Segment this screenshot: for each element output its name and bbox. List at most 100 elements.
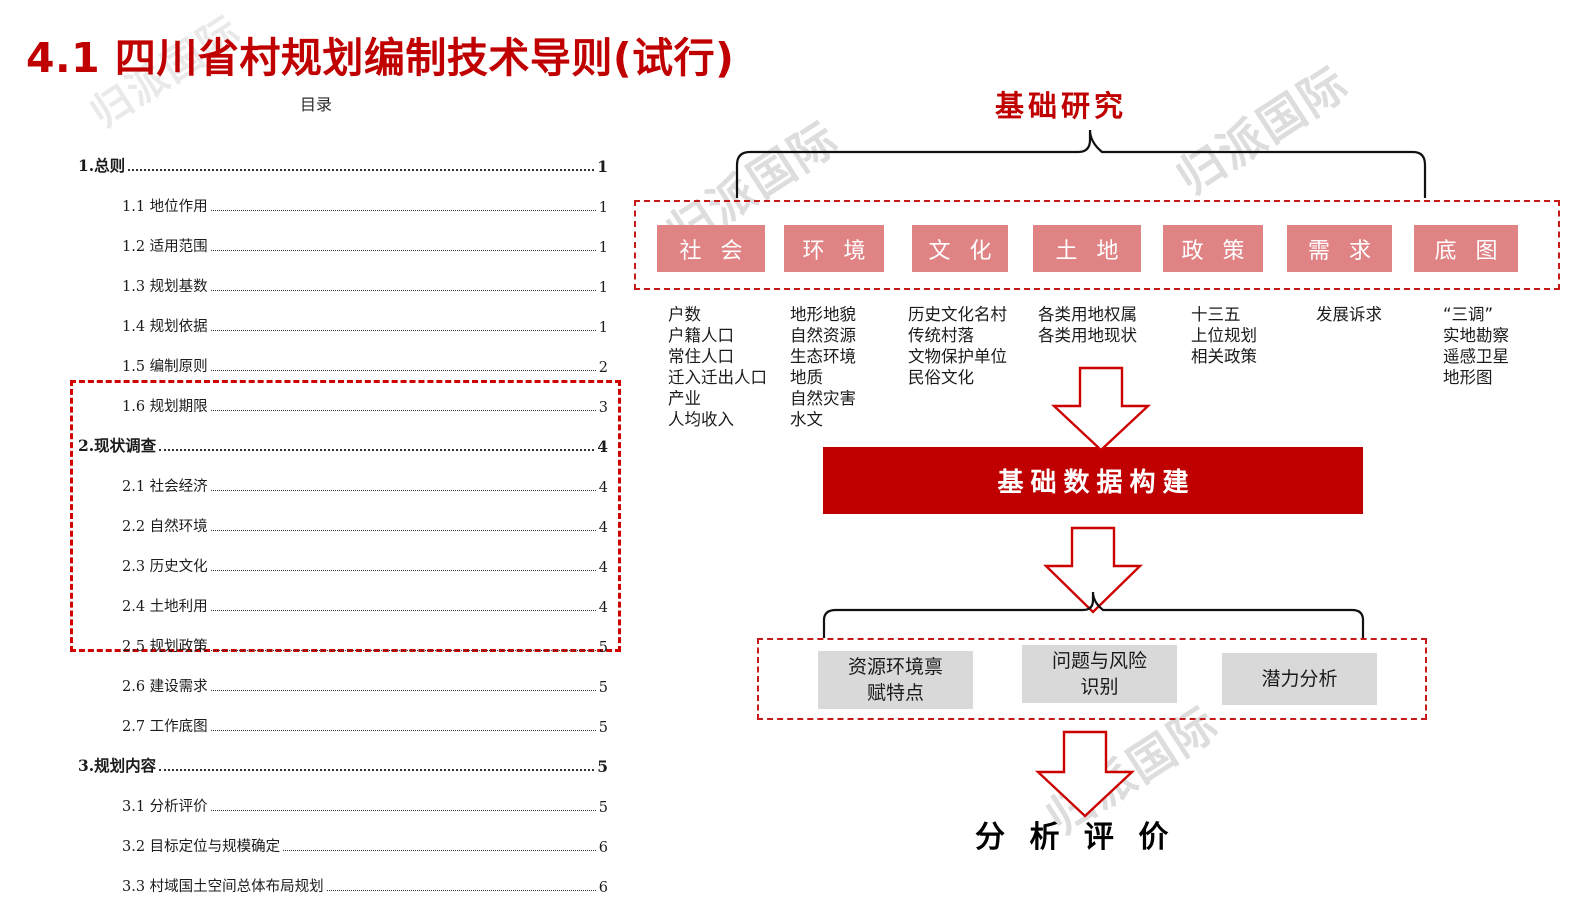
detail-column: 发展诉求 <box>1316 305 1382 324</box>
toc-entry-page: 4 <box>598 600 608 616</box>
toc-entry[interactable]: 2.3 历史文化 4 <box>78 536 608 576</box>
toc-entry[interactable]: 2.2 自然环境 4 <box>78 496 608 536</box>
outputs-dashed-zone <box>757 638 1427 720</box>
toc-leader-dots <box>210 800 596 811</box>
category-box[interactable]: 环 境 <box>784 225 884 272</box>
toc-leader-dots <box>326 880 596 891</box>
toc-entry-page: 1 <box>598 320 608 336</box>
toc-entry-label: 2.3 历史文化 <box>122 559 208 575</box>
toc-entry-label: 3.1 分析评价 <box>122 799 208 815</box>
category-box[interactable]: 文 化 <box>912 225 1008 272</box>
toc-leader-dots <box>159 760 595 771</box>
category-box[interactable]: 社 会 <box>657 225 765 272</box>
toc-entry-label: 1.3 规划基数 <box>122 279 208 295</box>
toc-entry-page: 5 <box>598 640 608 656</box>
arrow-down-icon <box>1043 526 1143 614</box>
data-construction-banner: 基础数据构建 <box>823 447 1363 514</box>
toc-entry[interactable]: 3.2 目标定位与规模确定 6 <box>78 816 608 856</box>
detail-column: 地形地貌 自然资源 生态环境 地质 自然灾害 水文 <box>790 305 856 429</box>
toc-leader-dots <box>210 360 596 371</box>
categories-dashed-zone <box>634 200 1560 290</box>
toc-entry-label: 3.3 村域国土空间总体布局规划 <box>122 879 324 895</box>
toc-entry-page: 1 <box>598 200 608 216</box>
toc-entry-page: 1 <box>598 280 608 296</box>
toc-entry-label: 1.5 编制原则 <box>122 359 208 375</box>
toc-entry-label: 1.总则 <box>78 156 126 175</box>
detail-column: 各类用地权属 各类用地现状 <box>1038 305 1137 345</box>
toc-entry-label: 2.6 建设需求 <box>122 679 208 695</box>
toc-leader-dots <box>210 520 596 531</box>
toc-leader-dots <box>210 560 596 571</box>
detail-column: 十三五 上位规划 相关政策 <box>1191 305 1257 366</box>
toc-leader-dots <box>210 680 596 691</box>
toc-entry-page: 4 <box>598 520 608 536</box>
toc-entry-page: 1 <box>598 240 608 256</box>
toc-entry[interactable]: 2.6 建设需求 5 <box>78 656 608 696</box>
toc-entry-page: 5 <box>598 680 608 696</box>
toc-leader-dots <box>210 480 596 491</box>
toc-entry-page: 4 <box>597 437 608 456</box>
page-title: 4.1 四川省村规划编制技术导则(试行) <box>26 34 735 82</box>
brace-top-icon <box>735 129 1427 198</box>
toc-leader-dots <box>159 440 595 451</box>
toc-entry-page: 4 <box>598 480 608 496</box>
toc-entry[interactable]: 2.现状调查 4 <box>78 416 608 456</box>
toc-entry-label: 2.现状调查 <box>78 436 157 455</box>
toc-leader-dots <box>210 240 596 251</box>
toc-entry-label: 2.4 土地利用 <box>122 599 208 615</box>
toc-entry-page: 6 <box>598 880 608 896</box>
output-box: 问题与风险 识别 <box>1022 645 1177 703</box>
toc-entry[interactable]: 3.1 分析评价 5 <box>78 776 608 816</box>
toc-entry-page: 1 <box>597 157 608 176</box>
toc-entry[interactable]: 1.1 地位作用 1 <box>78 176 608 216</box>
category-box[interactable]: 土 地 <box>1033 225 1141 272</box>
toc-entry-page: 5 <box>597 757 608 776</box>
toc-entry-page: 6 <box>598 840 608 856</box>
toc-entry-label: 2.7 工作底图 <box>122 719 208 735</box>
toc-entry-label: 1.1 地位作用 <box>122 199 208 215</box>
toc-entry-page: 4 <box>598 560 608 576</box>
toc-entry-label: 1.4 规划依据 <box>122 319 208 335</box>
toc-entry[interactable]: 3.3 村域国土空间总体布局规划 6 <box>78 856 608 896</box>
toc-entry[interactable]: 1.5 编制原则 2 <box>78 336 608 376</box>
toc-entry[interactable]: 1.总则 1 <box>78 136 608 176</box>
toc-entry[interactable]: 1.3 规划基数 1 <box>78 256 608 296</box>
category-box[interactable]: 需 求 <box>1287 225 1392 272</box>
detail-column: “三调” 实地勘察 遥感卫星 地形图 <box>1443 305 1509 387</box>
toc-entry-label: 2.2 自然环境 <box>122 519 208 535</box>
toc-leader-dots <box>210 400 596 411</box>
toc-entry[interactable]: 2.4 土地利用 4 <box>78 576 608 616</box>
toc-leader-dots <box>128 160 595 171</box>
toc-entry-page: 5 <box>598 720 608 736</box>
toc-heading: 目录 <box>300 95 333 114</box>
toc-entry[interactable]: 2.7 工作底图 5 <box>78 696 608 736</box>
detail-column: 户数 户籍人口 常住人口 迁入迁出人口 产业 人均收入 <box>668 305 767 429</box>
toc-entry[interactable]: 3.规划内容 5 <box>78 736 608 776</box>
category-box[interactable]: 政 策 <box>1163 225 1263 272</box>
toc-entry-label: 3.规划内容 <box>78 756 157 775</box>
toc-entry-page: 2 <box>598 360 608 376</box>
toc-entry[interactable]: 1.2 适用范围 1 <box>78 216 608 256</box>
toc-entry-label: 2.1 社会经济 <box>122 479 208 495</box>
diagram-title-analysis-evaluation: 分 析 评 价 <box>975 820 1176 855</box>
toc-entry-label: 1.6 规划期限 <box>122 399 208 415</box>
toc-leader-dots <box>283 840 596 851</box>
brace-bottom-icon <box>822 591 1365 638</box>
toc-entry-page: 5 <box>598 800 608 816</box>
toc-leader-dots <box>210 600 596 611</box>
toc-entry[interactable]: 1.4 规划依据 1 <box>78 296 608 336</box>
toc-entry-label: 1.2 适用范围 <box>122 239 208 255</box>
toc-leader-dots <box>210 320 596 331</box>
detail-column: 历史文化名村 传统村落 文物保护单位 民俗文化 <box>908 305 1007 387</box>
category-box[interactable]: 底 图 <box>1414 225 1518 272</box>
toc-entry-label: 3.2 目标定位与规模确定 <box>122 839 281 855</box>
diagram-title-basic-research: 基础研究 <box>995 89 1128 123</box>
toc-entry[interactable]: 2.1 社会经济 4 <box>78 456 608 496</box>
toc-leader-dots <box>210 280 596 291</box>
toc-leader-dots <box>210 720 596 731</box>
output-box: 资源环境禀 赋特点 <box>818 651 973 709</box>
